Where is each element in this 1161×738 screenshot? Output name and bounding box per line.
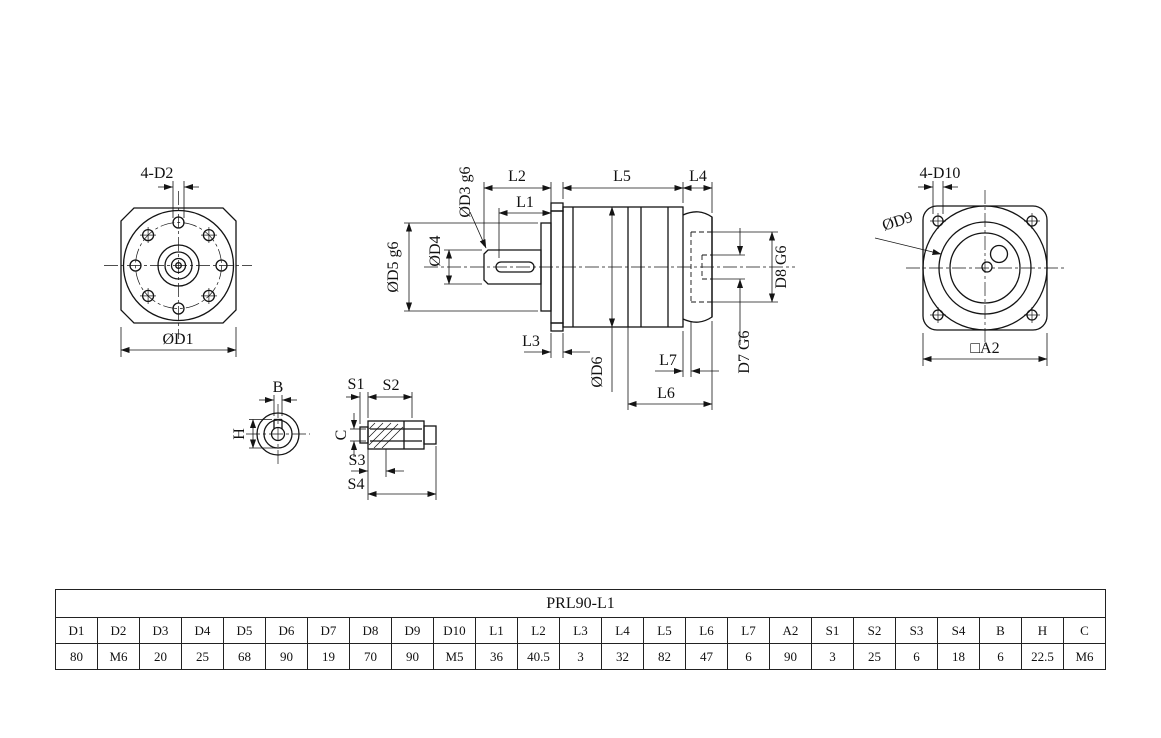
header-cell: S3	[895, 617, 938, 644]
dim-label-h: H	[231, 428, 248, 440]
value-cell: 32	[601, 643, 644, 670]
dim-label-l1: L1	[516, 194, 534, 211]
dim-label-d7: D7 G6	[736, 330, 753, 373]
header-cell: A2	[769, 617, 812, 644]
technical-drawing: 4-D2 ØD1 L2 L5	[104, 165, 1064, 500]
value-cell: 3	[559, 643, 602, 670]
header-cell: D6	[265, 617, 308, 644]
value-cell: 22.5	[1021, 643, 1064, 670]
dim-label-b: B	[273, 379, 284, 396]
value-cell: 6	[895, 643, 938, 670]
dim-label-l3: L3	[522, 333, 540, 350]
front-diameter-label: ØD1	[162, 331, 193, 348]
dim-label-l6: L6	[657, 385, 675, 402]
dim-label-s3: S3	[349, 452, 366, 469]
value-cell: 90	[265, 643, 308, 670]
header-cell: D7	[307, 617, 350, 644]
front-holes-label: 4-D2	[141, 165, 174, 182]
header-cell: L4	[601, 617, 644, 644]
value-cell: 18	[937, 643, 980, 670]
header-cell: S4	[937, 617, 980, 644]
dim-label-c: C	[333, 430, 350, 441]
value-cell: 36	[475, 643, 518, 670]
header-cell: L5	[643, 617, 686, 644]
dim-label-d5: ØD5 g6	[385, 241, 402, 292]
section-view: L2 L5 L4 L1 ØD5 g6 ØD4 ØD3 g6 L3 ØD6 L7	[385, 166, 795, 410]
dim-label-d4: ØD4	[427, 235, 444, 266]
value-cell: 6	[979, 643, 1022, 670]
dim-label-s4: S4	[348, 476, 365, 493]
header-cell: D4	[181, 617, 224, 644]
key-section-view: S1 S2 C S3 S4	[333, 376, 437, 500]
header-cell: C	[1063, 617, 1106, 644]
table-title: PRL90-L1	[55, 589, 1106, 618]
value-cell: 20	[139, 643, 182, 670]
dim-label-d8: D8 G6	[773, 245, 790, 288]
dim-label-l4: L4	[689, 168, 707, 185]
header-cell: D10	[433, 617, 476, 644]
header-cell: D3	[139, 617, 182, 644]
rear-square-label: □A2	[970, 340, 999, 357]
value-cell: 47	[685, 643, 728, 670]
dimension-table-container: PRL90-L1 D1 D2 D3 D4 D5 D6 D7 D8 D9 D10 …	[55, 589, 1106, 670]
header-cell: B	[979, 617, 1022, 644]
dim-label-l7: L7	[659, 352, 677, 369]
dim-label-l5: L5	[613, 168, 631, 185]
value-cell: 25	[853, 643, 896, 670]
value-cell: M5	[433, 643, 476, 670]
front-view: 4-D2 ØD1	[104, 165, 252, 357]
dim-label-d6: ØD6	[589, 356, 606, 387]
dim-label-d3: ØD3 g6	[457, 166, 474, 217]
header-cell: D2	[97, 617, 140, 644]
value-cell: 90	[391, 643, 434, 670]
header-cell: S1	[811, 617, 854, 644]
dimension-table: PRL90-L1 D1 D2 D3 D4 D5 D6 D7 D8 D9 D10 …	[55, 589, 1106, 670]
table-value-row: 80 M6 20 25 68 90 19 70 90 M5 36 40.5 3 …	[55, 643, 1106, 670]
table-header-row: D1 D2 D3 D4 D5 D6 D7 D8 D9 D10 L1 L2 L3 …	[55, 617, 1106, 644]
rear-view: 4-D10 ØD9 □A2	[874, 165, 1064, 366]
value-cell: 90	[769, 643, 812, 670]
value-cell: 80	[55, 643, 98, 670]
value-cell: 3	[811, 643, 854, 670]
header-cell: L7	[727, 617, 770, 644]
header-cell: D5	[223, 617, 266, 644]
value-cell: 40.5	[517, 643, 560, 670]
dim-label-s2: S2	[383, 377, 400, 394]
table-title-row: PRL90-L1	[55, 589, 1106, 618]
header-cell: L3	[559, 617, 602, 644]
header-cell: D9	[391, 617, 434, 644]
value-cell: 19	[307, 643, 350, 670]
value-cell: M6	[1063, 643, 1106, 670]
header-cell: D1	[55, 617, 98, 644]
value-cell: M6	[97, 643, 140, 670]
header-cell: S2	[853, 617, 896, 644]
value-cell: 68	[223, 643, 266, 670]
value-cell: 6	[727, 643, 770, 670]
header-cell: D8	[349, 617, 392, 644]
header-cell: L2	[517, 617, 560, 644]
value-cell: 70	[349, 643, 392, 670]
shaft-end-view: B H	[231, 379, 310, 464]
header-cell: L1	[475, 617, 518, 644]
dim-label-s1: S1	[348, 376, 365, 393]
dim-label-l2: L2	[508, 168, 526, 185]
header-cell: L6	[685, 617, 728, 644]
value-cell: 82	[643, 643, 686, 670]
rear-holes-label: 4-D10	[920, 165, 961, 182]
header-cell: H	[1021, 617, 1064, 644]
value-cell: 25	[181, 643, 224, 670]
rear-diameter-label: ØD9	[880, 209, 915, 235]
